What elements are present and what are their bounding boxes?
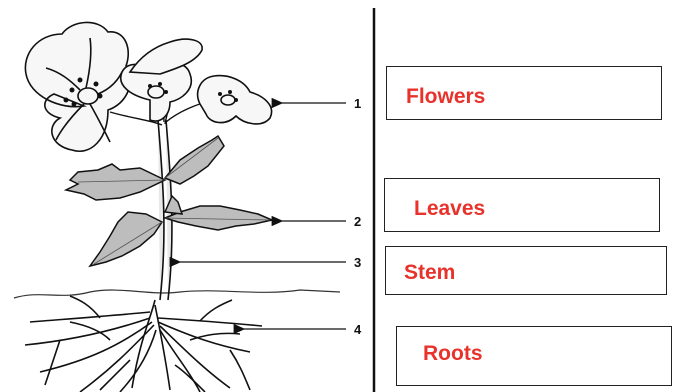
ground-line xyxy=(14,290,340,298)
callout-number-3: 3 xyxy=(354,255,361,270)
label-leaves: Leaves xyxy=(414,198,485,219)
label-flowers: Flowers xyxy=(406,86,485,107)
plant-roots xyxy=(25,296,262,392)
label-roots: Roots xyxy=(423,343,483,364)
callout-number-2: 2 xyxy=(354,214,361,229)
callout-number-1: 1 xyxy=(354,96,361,111)
callout-number-4: 4 xyxy=(354,322,362,337)
label-stem: Stem xyxy=(404,262,455,283)
